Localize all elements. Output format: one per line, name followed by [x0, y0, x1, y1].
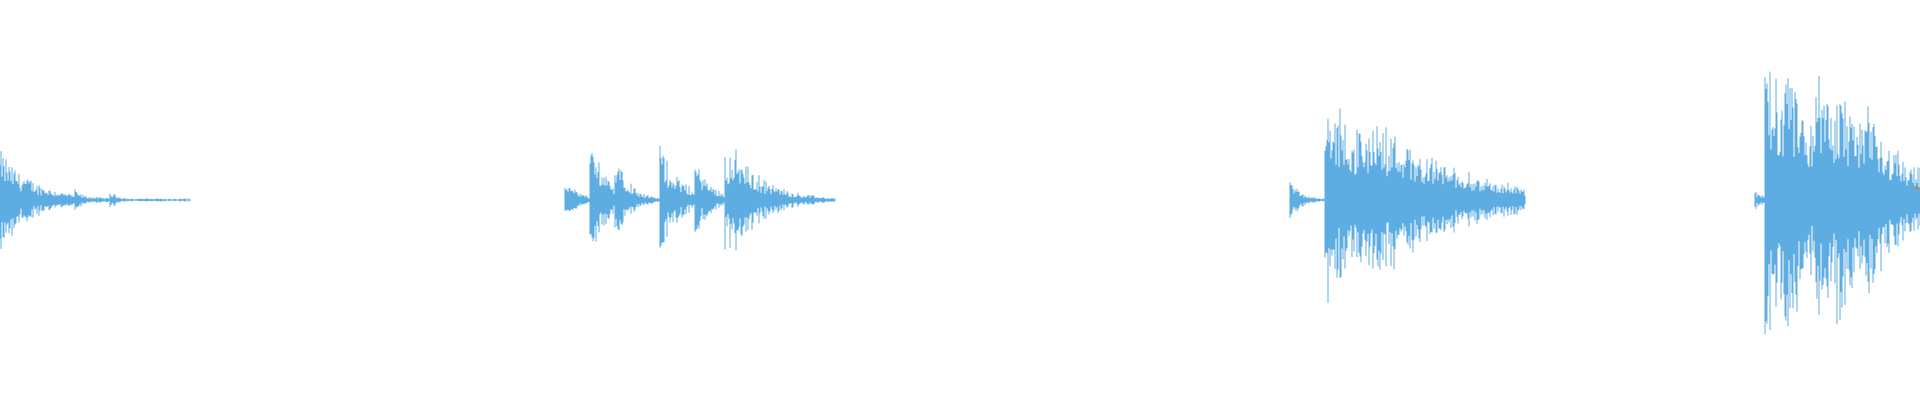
waveform-segment [1754, 71, 1920, 335]
waveform-segment [0, 151, 191, 249]
waveform-segment [564, 145, 836, 251]
waveform-segments [0, 71, 1920, 335]
waveform-segment [1289, 108, 1526, 303]
playhead-marker [1915, 186, 1919, 190]
